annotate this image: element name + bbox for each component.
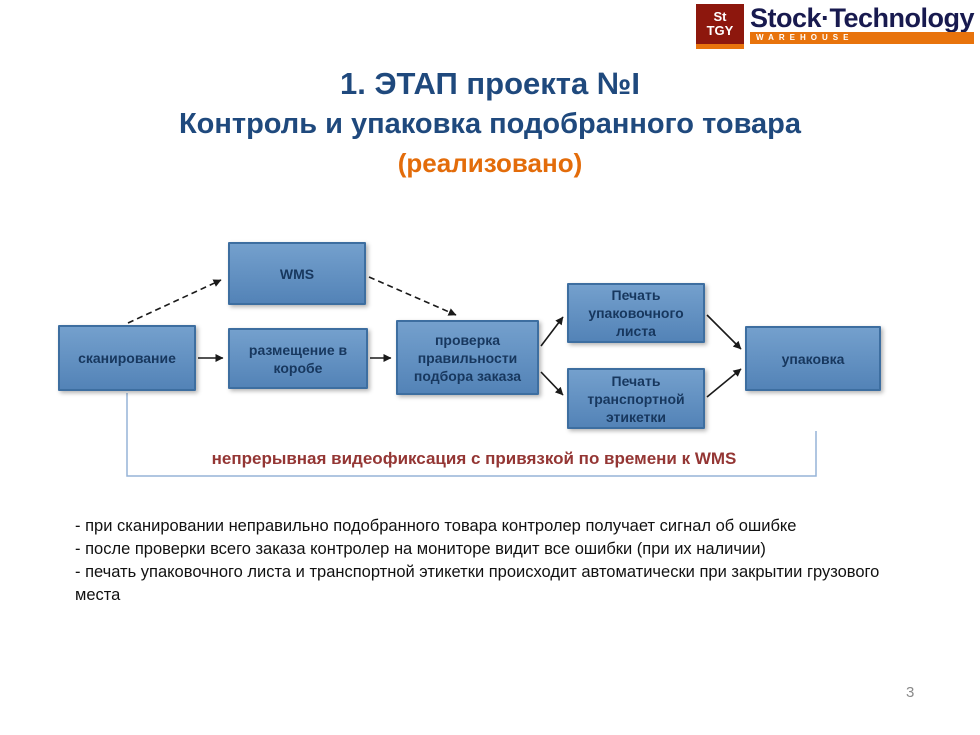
- title-line1: 1. ЭТАП проекта №I: [340, 66, 640, 101]
- note-line1: - при сканировании неправильно подобранн…: [75, 517, 797, 535]
- logo-mark-icon: St TGY: [695, 4, 744, 49]
- logo-mark-bottom: TGY: [706, 23, 734, 38]
- notes-block: - при сканировании неправильно подобранн…: [75, 515, 885, 607]
- logo-warehouse-bar: WAREHOUSE: [749, 32, 974, 44]
- node-print-label: Печать транспортной этикетки: [567, 368, 705, 429]
- arrow-printpack-to-pack: [706, 314, 742, 350]
- logo-brand: Stock·Technology: [749, 3, 975, 33]
- arrow-printlabel-to-pack: [706, 368, 742, 398]
- arrow-check-to-printlabel: [540, 371, 564, 396]
- note-line2: - после проверки всего заказа контролер …: [75, 540, 766, 558]
- page-number: 3: [906, 684, 915, 701]
- slide-title: 1. ЭТАП проекта №I Контроль и упаковка п…: [0, 64, 980, 182]
- note-line3: - печать упаковочного листа и транспортн…: [75, 563, 880, 604]
- video-bracket-label: непрерывная видеофиксация с привязкой по…: [211, 449, 737, 468]
- arrow-scan-to-wms: [127, 279, 222, 324]
- arrow-wms-to-check: [368, 276, 457, 316]
- node-box-place: размещение в коробе: [228, 328, 368, 389]
- logo: St TGY Stock·Technology WAREHOUSE: [695, 3, 975, 49]
- node-scan: сканирование: [58, 325, 196, 391]
- node-pack: упаковка: [745, 326, 881, 391]
- node-check: проверка правильности подбора заказа: [396, 320, 539, 395]
- node-print-pack: Печать упаковочного листа: [567, 283, 705, 343]
- logo-mark-top: St: [713, 9, 727, 24]
- title-line3: (реализовано): [397, 148, 583, 178]
- title-line2: Контроль и упаковка подобранного товара: [178, 108, 802, 140]
- arrow-check-to-printpack: [540, 316, 564, 347]
- node-wms: WMS: [228, 242, 366, 305]
- logo-text-block: Stock·Technology WAREHOUSE: [749, 3, 975, 44]
- logo-sub: WAREHOUSE: [755, 33, 854, 42]
